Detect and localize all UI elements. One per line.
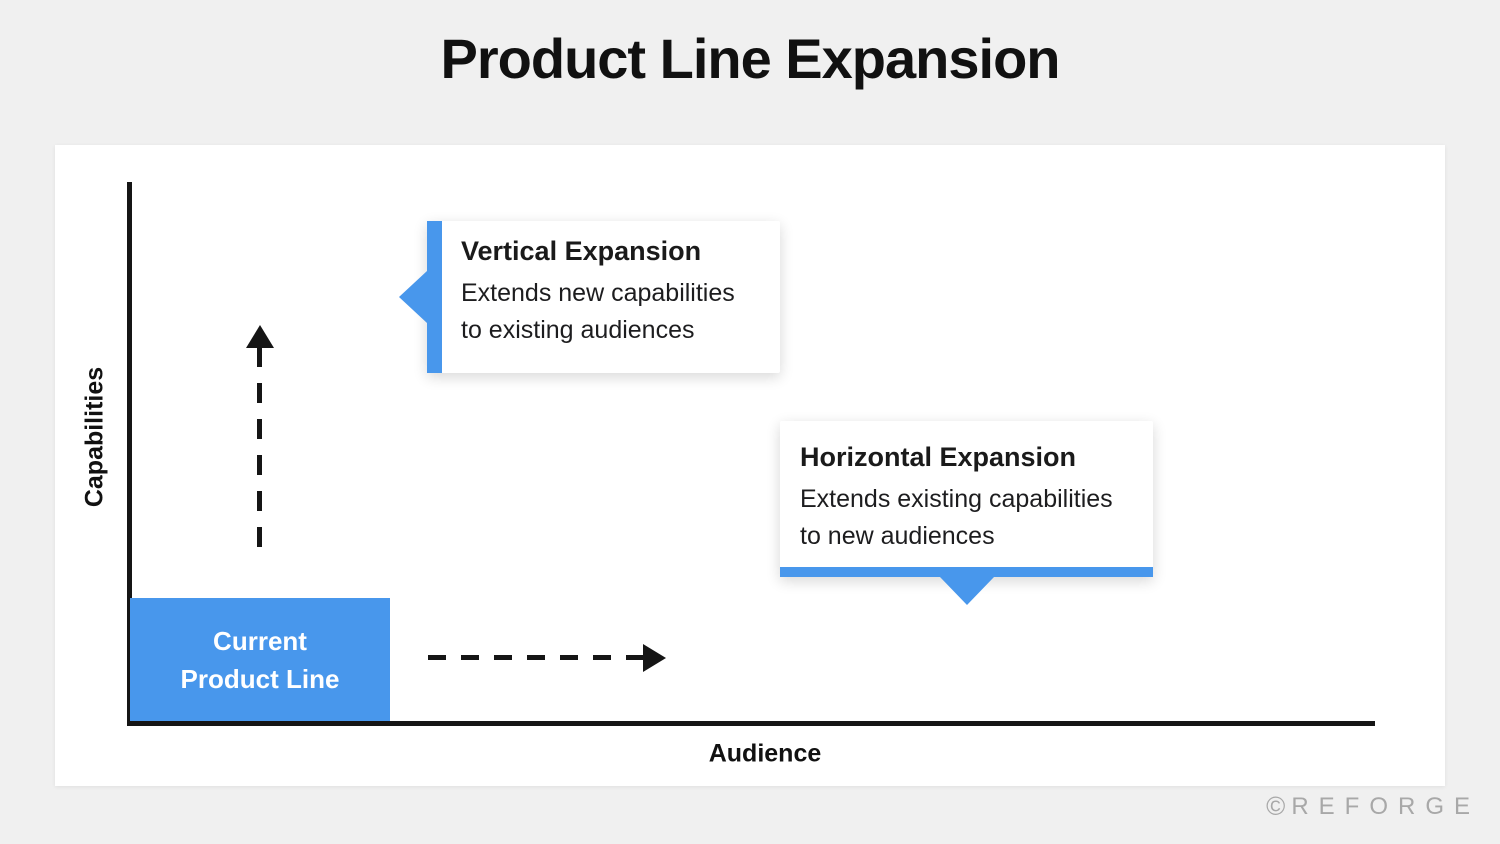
vertical-dashed-arrow xyxy=(257,347,262,560)
horizontal-callout-title: Horizontal Expansion xyxy=(800,442,1077,472)
x-axis-label: Audience xyxy=(708,739,822,768)
horizontal-expansion-callout: Horizontal Expansion Extends existing ca… xyxy=(780,421,1153,605)
copyright-icon: © xyxy=(1266,791,1286,821)
x-axis-line xyxy=(127,721,1375,726)
current-box-line2: Product Line xyxy=(180,663,340,694)
horizontal-arrow-head-icon xyxy=(643,644,666,672)
horizontal-callout-pointer-icon xyxy=(939,577,994,605)
vertical-callout-body-line1: Extends new capabilities xyxy=(461,279,735,307)
y-axis-line xyxy=(127,182,132,726)
vertical-callout-accent-bar xyxy=(427,221,442,373)
brand-name: REFORGE xyxy=(1291,792,1480,820)
current-product-line-box: Current Product Line xyxy=(130,598,390,721)
vertical-callout-content: Vertical Expansion Extends new capabilit… xyxy=(427,221,780,364)
horizontal-callout-body-line2: to new audiences xyxy=(800,522,995,550)
vertical-expansion-callout: Vertical Expansion Extends new capabilit… xyxy=(399,221,780,373)
vertical-callout-pointer-icon xyxy=(399,271,427,323)
vertical-callout-title: Vertical Expansion xyxy=(461,236,702,266)
vertical-callout-body-line2: to existing audiences xyxy=(461,316,695,344)
horizontal-dashed-arrow xyxy=(428,655,643,660)
page-title: Product Line Expansion xyxy=(440,27,1061,90)
y-axis-label: Capabilities xyxy=(80,366,109,508)
diagram-panel: Capabilities Audience Current Product Li… xyxy=(55,145,1445,786)
horizontal-callout-body-line1: Extends existing capabilities xyxy=(800,485,1113,513)
vertical-arrow-head-icon xyxy=(246,325,274,348)
horizontal-callout-content: Horizontal Expansion Extends existing ca… xyxy=(780,421,1153,570)
reforge-logo: © REFORGE xyxy=(1266,791,1480,822)
horizontal-callout-accent-bar xyxy=(780,567,1153,577)
current-box-line1: Current xyxy=(213,625,307,656)
